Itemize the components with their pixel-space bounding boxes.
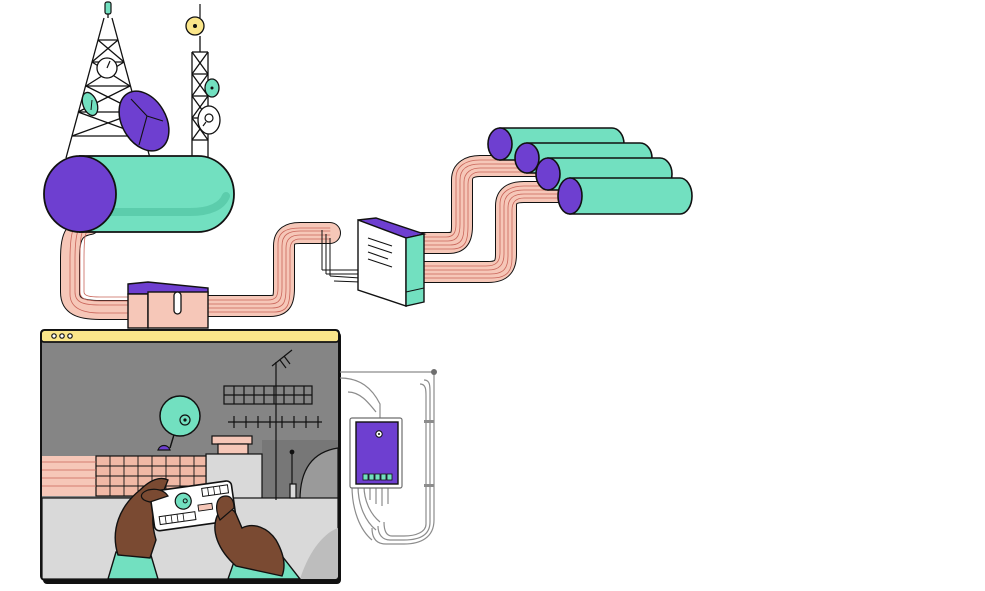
white-dish-right <box>197 105 221 135</box>
mint-dish-right <box>204 78 220 98</box>
large-mint-cylinder <box>43 155 235 233</box>
stacked-mint-cylinders <box>487 127 693 215</box>
browser-window <box>40 329 341 584</box>
mint-dish-left <box>81 91 99 117</box>
yellow-dish <box>185 4 205 36</box>
cable-bundle-right-lower <box>411 181 586 283</box>
purple-satellite-dish <box>118 90 170 152</box>
window-dot-1 <box>51 333 57 339</box>
wire-anchor <box>431 369 437 375</box>
phone <box>149 480 237 532</box>
cable-bundle-middle <box>197 222 341 317</box>
window-title-bar <box>40 329 340 343</box>
wire-clips <box>424 420 434 487</box>
cable-bundle-right-upper <box>411 155 556 254</box>
roof-mint-dish <box>157 395 201 451</box>
tower-beacon <box>104 1 112 15</box>
window-scene <box>42 343 338 579</box>
window-dot-3 <box>67 333 73 339</box>
purple-control-panel <box>349 417 403 489</box>
cable-junction-box <box>127 281 209 329</box>
hands-holding-phone <box>107 477 301 579</box>
tv-antenna <box>223 349 322 500</box>
cable-strands-into-box <box>321 230 361 283</box>
server-box <box>357 217 427 307</box>
wall-wiring <box>339 371 435 545</box>
window-dot-2 <box>59 333 65 339</box>
white-dish-small <box>96 57 118 79</box>
lattice-tower-right <box>191 36 209 158</box>
